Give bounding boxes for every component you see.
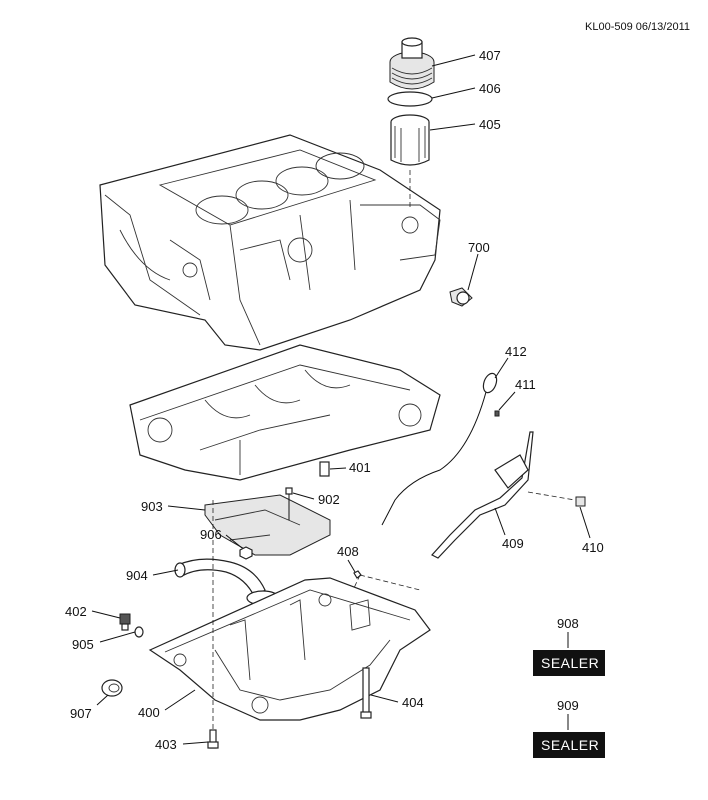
sealer-908-label: SEALER <box>541 655 599 671</box>
dipstick-tube <box>431 431 534 559</box>
bolt-alignment-line <box>527 491 576 501</box>
callout-406: 406 <box>479 81 501 96</box>
rear-seal <box>101 679 123 697</box>
baffle-bolt <box>285 487 293 520</box>
oil-pickup-tube <box>174 558 280 606</box>
engine-block <box>99 134 441 351</box>
leader-lines <box>91 54 591 745</box>
sealer-badge-909: SEALER <box>533 732 605 758</box>
sealer-909-label: SEALER <box>541 737 599 753</box>
callout-905: 905 <box>72 637 94 652</box>
baffle-nut <box>239 546 253 560</box>
oil-pan <box>148 577 431 721</box>
sealer-badge-908: SEALER <box>533 650 605 676</box>
dipstick-clip <box>494 410 500 417</box>
callout-906: 906 <box>200 527 222 542</box>
callout-907: 907 <box>70 706 92 721</box>
callout-405: 405 <box>479 117 501 132</box>
callout-407: 407 <box>479 48 501 63</box>
callout-404: 404 <box>402 695 424 710</box>
dipstick <box>381 372 498 526</box>
callout-909: 909 <box>557 698 579 713</box>
callout-902: 902 <box>318 492 340 507</box>
callout-402: 402 <box>65 604 87 619</box>
tube-bolt <box>575 496 586 507</box>
drain-plug-washer <box>134 626 144 638</box>
oil-pan-gasket <box>353 570 362 579</box>
callout-400: 400 <box>138 705 160 720</box>
callout-904: 904 <box>126 568 148 583</box>
callout-401: 401 <box>349 460 371 475</box>
oil-pan-bolt-short <box>207 729 219 749</box>
callout-908: 908 <box>557 616 579 631</box>
callout-409: 409 <box>502 536 524 551</box>
oil-pan-bolt-long <box>360 667 372 719</box>
callout-412: 412 <box>505 344 527 359</box>
lower-crankcase <box>129 344 441 481</box>
diagram-reference-code: KL00-509 06/13/2011 <box>585 21 690 33</box>
callout-410: 410 <box>582 540 604 555</box>
oil-pressure-sensor <box>449 287 473 307</box>
dowel-pin <box>319 461 330 477</box>
callout-903: 903 <box>141 499 163 514</box>
callout-411: 411 <box>515 377 536 392</box>
oil-baffle-plate <box>204 494 331 556</box>
oil-filter-cap <box>389 37 435 90</box>
callout-403: 403 <box>155 737 177 752</box>
oil-filter-element <box>390 114 430 166</box>
o-ring <box>387 91 433 107</box>
drain-plug <box>119 613 131 631</box>
callout-700: 700 <box>468 240 490 255</box>
callout-408: 408 <box>337 544 359 559</box>
